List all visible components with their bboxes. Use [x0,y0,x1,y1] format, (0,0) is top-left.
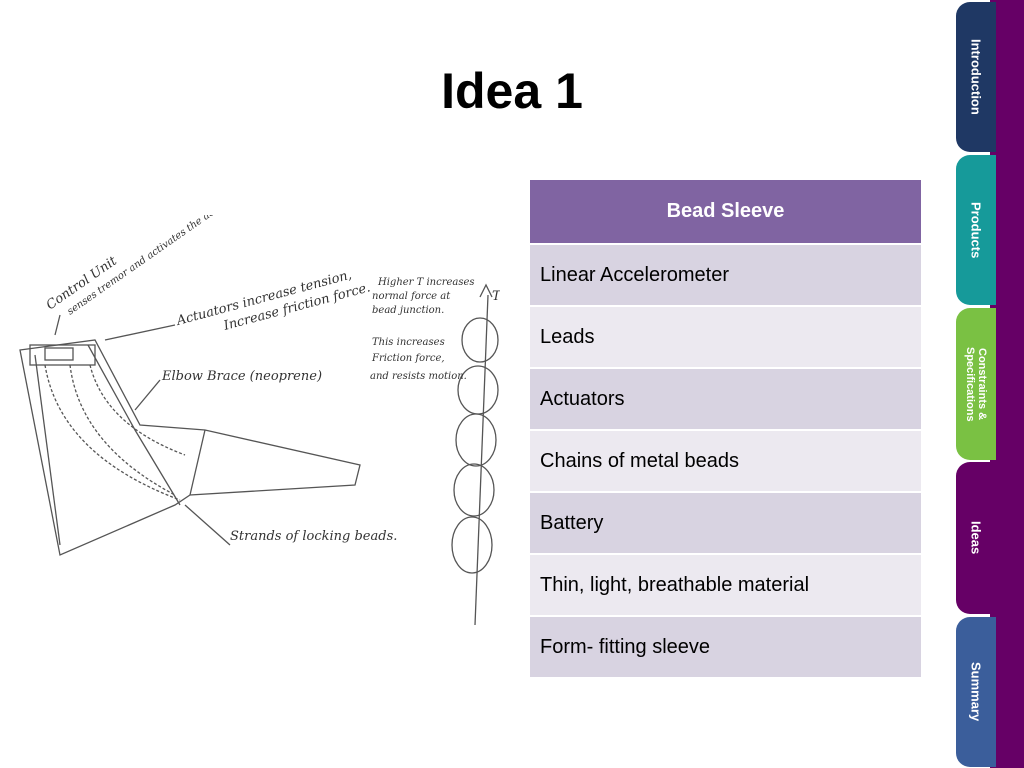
table-header: Bead Sleeve [530,180,921,245]
strands-label: Strands of locking beads. [230,529,397,544]
nav-tab-ideas[interactable]: Ideas [956,462,996,614]
nav-tab-label: Summary [968,662,984,722]
tension-t-label: T [492,289,500,304]
table-row: Battery [530,492,921,555]
sketch-drawing: Control Unit senses tremor and activates… [19,186,502,626]
nav-tab-label: Ideas [968,521,984,555]
friction-note-3: and resists motion. [370,371,467,382]
friction-note-1: This increases [372,337,445,348]
arm-sleeve-sketch: Control Unit senses tremor and activates… [0,186,502,635]
higher-t-note-1: Higher T increases [377,277,475,288]
friction-note-2: Friction force, [371,353,445,364]
nav-tab-products[interactable]: Products [956,155,996,305]
table-row: Leads [530,306,921,369]
elbow-brace-label: Elbow Brace (neoprene) [161,369,322,384]
slide-title: Idea 1 [441,63,583,119]
table-row: Linear Accelerometer [530,244,921,307]
nav-tab-introduction[interactable]: Introduction [956,2,996,152]
table-row: Form- fitting sleeve [530,616,921,679]
table-row: Actuators [530,368,921,431]
table-row: Thin, light, breathable material [530,554,921,617]
nav-tab-constraints[interactable]: Constraints & Specifications [956,308,996,460]
higher-t-note-2: normal force at [372,291,451,302]
higher-t-note-3: bead junction. [372,305,444,316]
nav-tab-summary[interactable]: Summary [956,617,996,767]
nav-tab-label: Products [968,201,984,259]
nav-tab-label: Constraints & Specifications [964,346,988,422]
table-row: Chains of metal beads [530,430,921,493]
bead-sleeve-table: Bead Sleeve Linear Accelerometer Leads A… [530,180,921,679]
nav-tab-label: Introduction [968,39,984,115]
